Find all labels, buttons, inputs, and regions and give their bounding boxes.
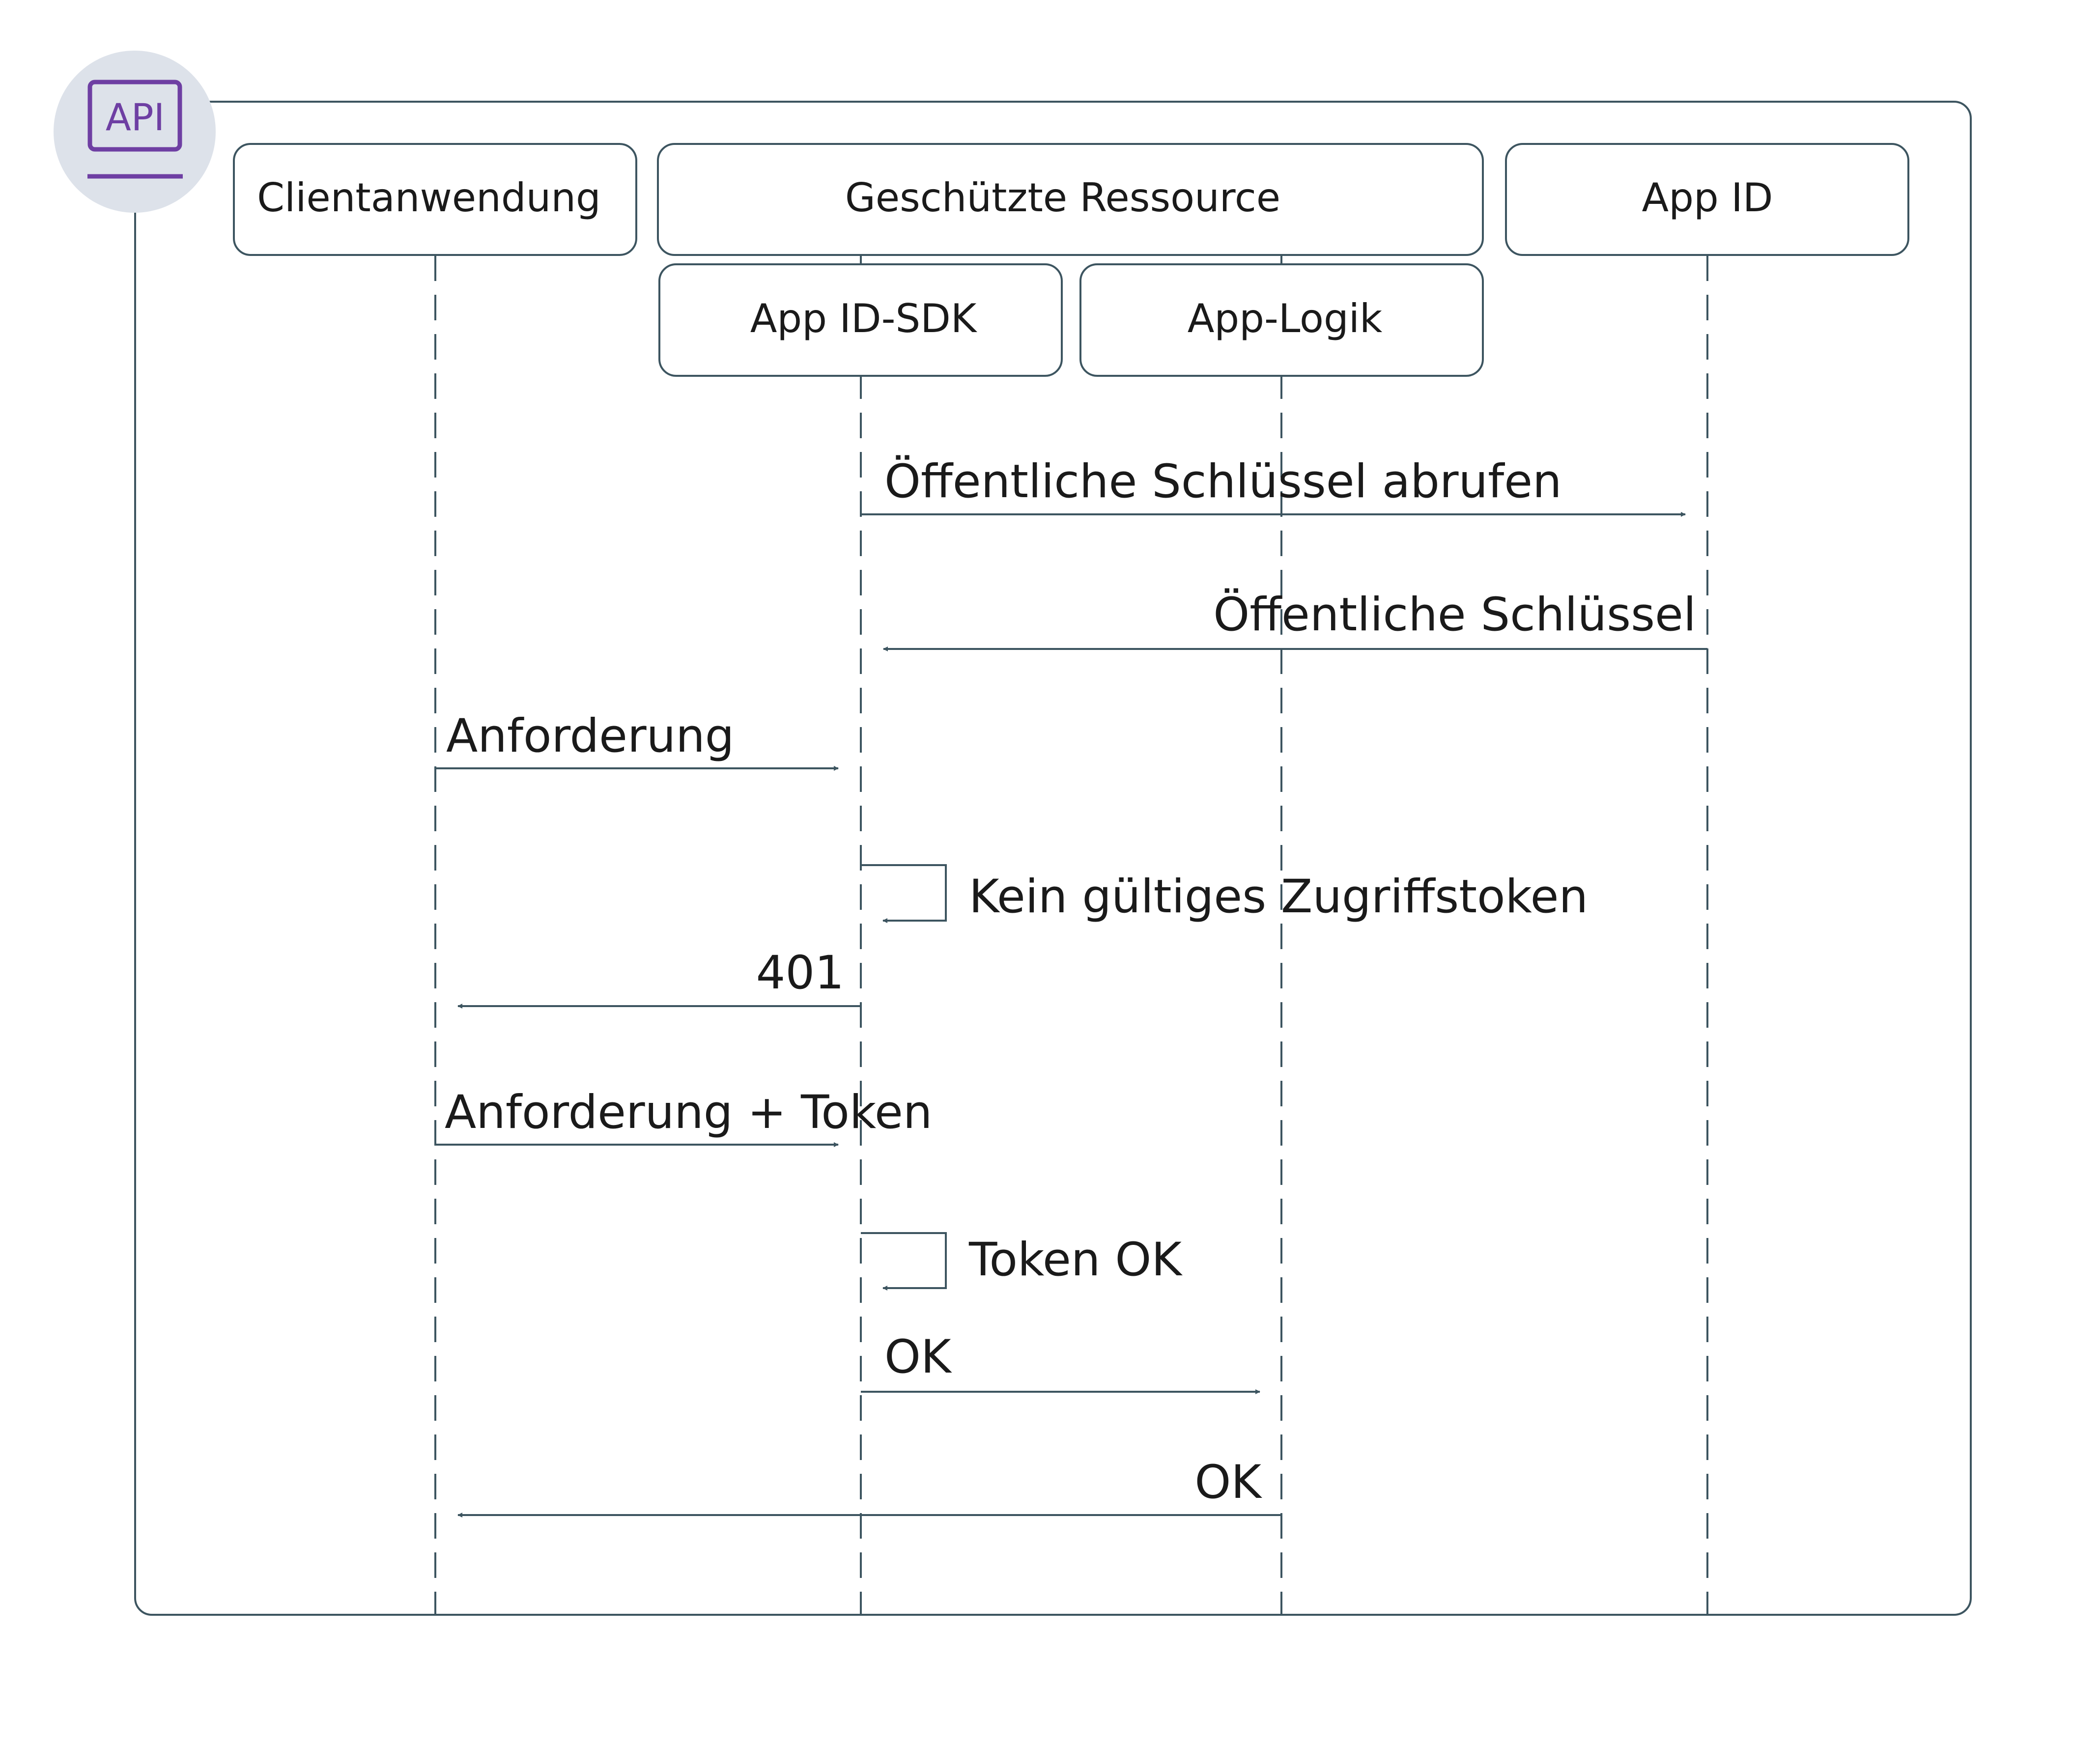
message-401: 401	[457, 946, 861, 1009]
message-label: Öffentliche Schlüssel	[1213, 588, 1696, 642]
message-label: Anforderung	[446, 709, 734, 763]
participant-app-logic-label: App-Logik	[1188, 296, 1383, 341]
participant-app-id-sdk-label: App ID-SDK	[750, 296, 978, 341]
message-label: Token OK	[968, 1233, 1183, 1287]
message-label: 401	[756, 946, 844, 1000]
participant-app-id-sdk: App ID-SDK	[658, 263, 1063, 377]
api-badge-circle	[54, 51, 216, 213]
participant-client-label: Clientanwendung	[257, 175, 601, 221]
participant-protected-resource: Geschützte Ressource	[657, 143, 1484, 256]
message-ok-to-app-logic: OK	[861, 1330, 1260, 1394]
lifelines	[434, 255, 1708, 1615]
participant-app-id: App ID	[1505, 143, 1909, 256]
participant-app-logic: App-Logik	[1079, 263, 1484, 377]
participant-app-id-box	[1505, 143, 1909, 256]
message-request-with-token: Anforderung + Token	[435, 1086, 932, 1147]
message-arrow	[861, 864, 947, 923]
message-no-valid-token: Kein gültiges Zugriffstoken	[861, 864, 1588, 924]
message-label: Anforderung + Token	[445, 1086, 932, 1139]
message-ok-to-client: OK	[457, 1456, 1281, 1518]
message-fetch-public-keys: Öffentliche Schlüssel abrufen	[861, 454, 1686, 517]
participant-protected-resource-box	[657, 143, 1484, 256]
message-request: Anforderung	[435, 709, 839, 771]
message-arrow	[861, 1232, 947, 1291]
message-label: OK	[1194, 1456, 1262, 1509]
participant-app-logic-box	[1079, 263, 1484, 377]
message-token-ok: Token OK	[861, 1232, 1183, 1291]
participant-client-box	[233, 143, 637, 256]
participant-app-id-sdk-box	[658, 263, 1063, 377]
message-label: OK	[884, 1330, 952, 1384]
participant-app-id-label: App ID	[1642, 175, 1773, 221]
message-label: Kein gültiges Zugriffstoken	[969, 870, 1588, 924]
diagram-frame	[134, 101, 1972, 1616]
api-badge: API	[54, 51, 216, 213]
participant-protected-resource-label: Geschützte Ressource	[845, 175, 1280, 221]
message-public-keys: Öffentliche Schlüssel	[883, 588, 1707, 651]
api-label: API	[106, 95, 165, 139]
participant-client: Clientanwendung	[233, 143, 637, 256]
api-icon	[87, 80, 182, 152]
message-label: Öffentliche Schlüssel abrufen	[884, 454, 1562, 508]
